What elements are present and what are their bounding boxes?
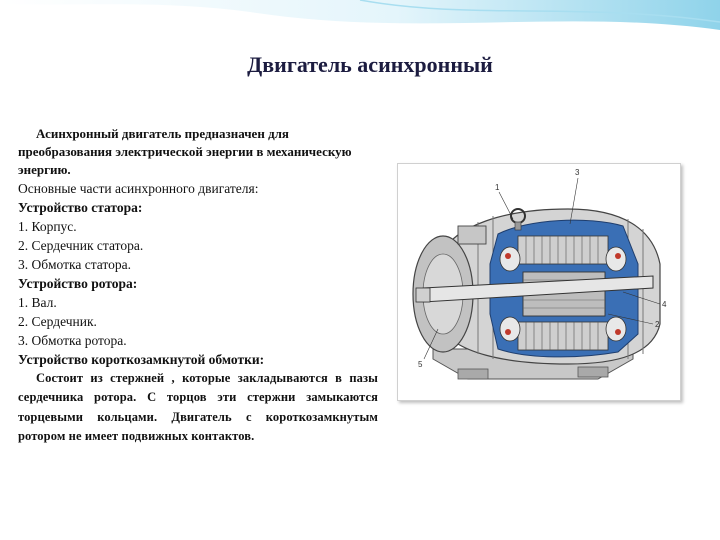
motor-cutaway-figure: 1 3 4 2 5 bbox=[397, 163, 681, 401]
rotor-item: 2. Сердечник. bbox=[18, 314, 97, 329]
slide-title: Двигатель асинхронный bbox=[247, 52, 493, 77]
motor-cutaway-drawing: 1 3 4 2 5 bbox=[412, 168, 667, 380]
intro-paragraph: Асинхронный двигатель предназначен для п… bbox=[18, 126, 352, 177]
rotor-heading: Устройство ротора: bbox=[18, 276, 138, 291]
stator-heading: Устройство статора: bbox=[18, 200, 143, 215]
squirrel-cage-description: Состоит из стержней , которые закладываю… bbox=[18, 371, 378, 443]
content-text: Асинхронный двигатель предназначен для п… bbox=[18, 125, 378, 446]
main-parts-label: Основные части асинхронного двигателя: bbox=[18, 181, 259, 196]
squirrel-cage-heading: Устройство короткозамкнутой обмотки: bbox=[18, 352, 265, 367]
callout-2: 2 bbox=[655, 320, 660, 329]
rotor-item: 1. Вал. bbox=[18, 295, 57, 310]
callout-5: 5 bbox=[418, 360, 423, 369]
callout-4: 4 bbox=[662, 300, 667, 309]
header-wave-decoration bbox=[0, 0, 720, 30]
stator-item: 1. Корпус. bbox=[18, 219, 77, 234]
callout-3: 3 bbox=[575, 168, 580, 177]
stator-item: 2. Сердечник статора. bbox=[18, 238, 144, 253]
rotor-item: 3. Обмотка ротора. bbox=[18, 333, 127, 348]
stator-item: 3. Обмотка статора. bbox=[18, 257, 132, 272]
callout-1: 1 bbox=[495, 183, 500, 192]
